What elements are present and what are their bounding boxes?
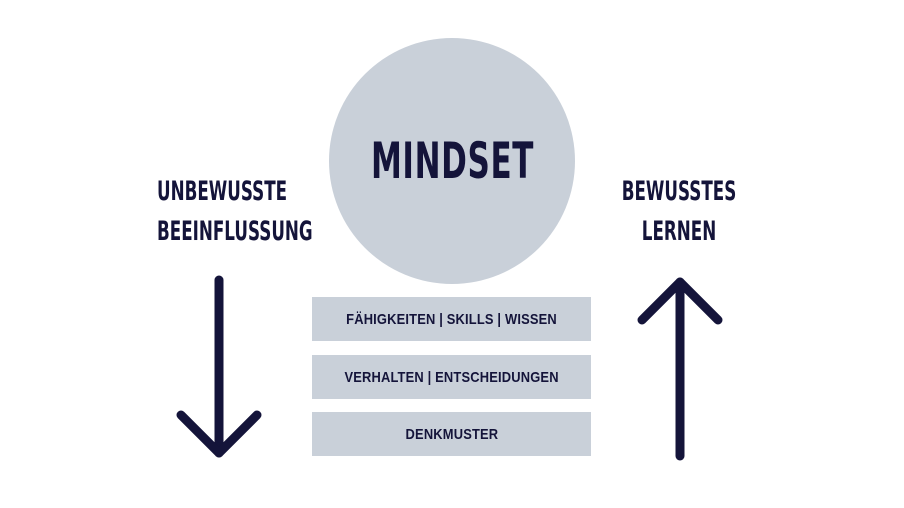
- conscious-learning-label: BEWUSSTES LERNEN: [579, 172, 779, 252]
- box-label: DENKMUSTER: [405, 425, 498, 443]
- unconscious-influence-label: UNBEWUSSTE BEEINFLUSSUNG: [119, 172, 319, 252]
- box-label: VERHALTEN | ENTSCHEIDUNGEN: [344, 368, 559, 386]
- box-skills-knowledge: FÄHIGKEITEN | SKILLS | WISSEN: [312, 297, 591, 341]
- box-label: FÄHIGKEITEN | SKILLS | WISSEN: [346, 310, 557, 328]
- right-label-line-2: LERNEN: [641, 216, 717, 247]
- mindset-circle: MINDSET: [329, 38, 575, 284]
- left-label-line-2: BEEINFLUSSUNG: [157, 216, 313, 247]
- box-behavior-decisions: VERHALTEN | ENTSCHEIDUNGEN: [312, 355, 591, 399]
- right-label-line-1: BEWUSSTES: [621, 176, 737, 207]
- mindset-title: MINDSET: [370, 132, 534, 190]
- left-label-line-1: UNBEWUSSTE: [157, 176, 288, 207]
- box-thought-patterns: DENKMUSTER: [312, 412, 591, 456]
- arrow-down-icon: [176, 275, 262, 458]
- arrow-up-icon: [637, 277, 723, 461]
